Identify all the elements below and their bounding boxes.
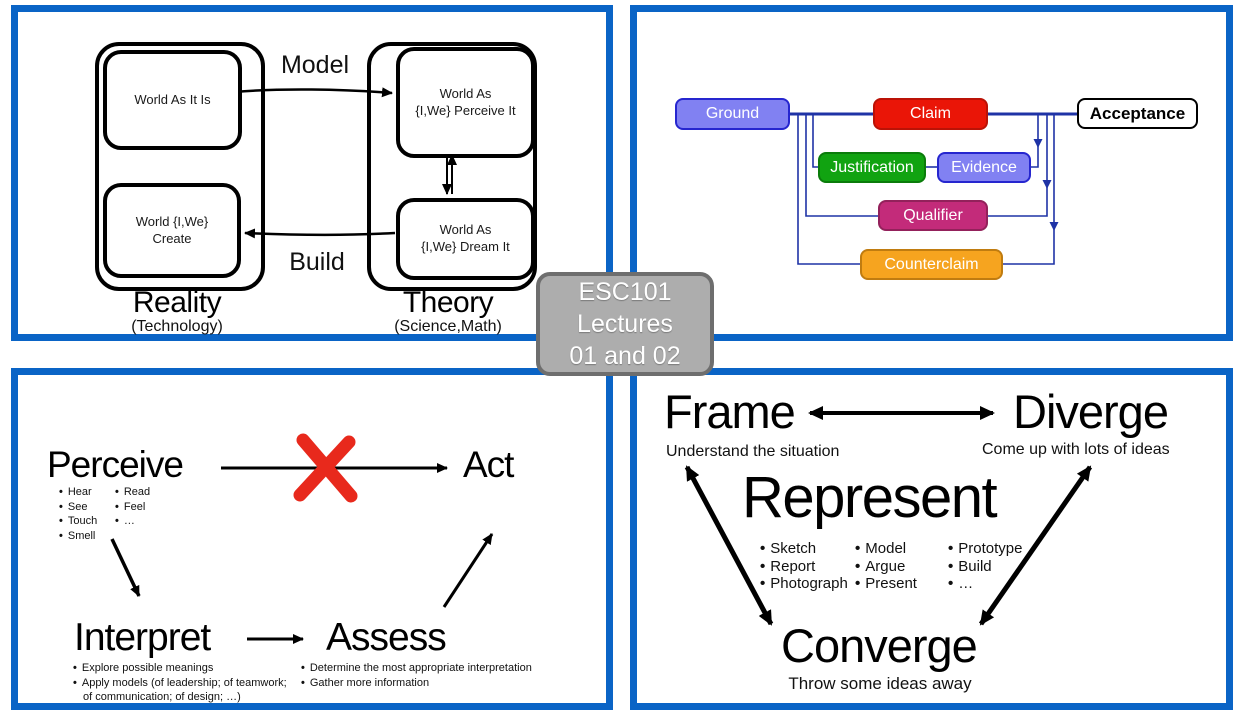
- world-perceive-box: World As {I,We} Perceive It: [396, 47, 535, 158]
- justification-label: Justification: [830, 158, 914, 176]
- theory-title: Theory: [402, 286, 494, 319]
- qualifier-box: Qualifier: [878, 200, 988, 231]
- list-item: Read: [115, 485, 150, 500]
- world-create-box: World {I,We} Create: [103, 183, 241, 278]
- reality-title: Reality: [132, 286, 222, 319]
- evidence-claim-line: [1031, 114, 1039, 168]
- reality-container: [95, 42, 265, 291]
- counterclaim-claim-line: [1003, 114, 1055, 265]
- list-item: Determine the most appropriate interpret…: [301, 661, 532, 676]
- arrowhead-evidence: [1033, 139, 1043, 148]
- assess-title: Assess: [326, 616, 447, 659]
- world-dream-box: World As {I,We} Dream It: [396, 198, 535, 280]
- list-item: Argue: [855, 558, 917, 576]
- argument-connectors: [790, 112, 1077, 265]
- theory-subtitle: (Science,Math): [394, 318, 502, 335]
- interpret-notes: Explore possible meanings Apply models (…: [73, 661, 287, 705]
- converge-subtitle: Throw some ideas away: [788, 674, 972, 693]
- red-x-mark: [293, 433, 358, 503]
- list-item: …: [948, 575, 1022, 593]
- represent-col2: Model Argue Present: [855, 540, 917, 593]
- course-label-line3: 01 and 02: [569, 342, 681, 370]
- represent-col3: Prototype Build …: [948, 540, 1022, 593]
- list-item: Model: [855, 540, 917, 558]
- counterclaim-box: Counterclaim: [860, 249, 1003, 280]
- list-item: Prototype: [948, 540, 1022, 558]
- diverge-title: Diverge: [1013, 385, 1169, 438]
- list-item: Sketch: [760, 540, 848, 558]
- panel-design-cycle: Frame Diverge Understand the situation C…: [630, 368, 1233, 710]
- assess-act-arrow: [442, 533, 494, 608]
- list-item: Apply models (of leadership; of teamwork…: [73, 676, 287, 691]
- course-code: ESC101: [578, 278, 672, 306]
- acceptance-box: Acceptance: [1077, 98, 1198, 129]
- evidence-box: Evidence: [937, 152, 1031, 183]
- list-item: Feel: [115, 500, 150, 515]
- list-item: Explore possible meanings: [73, 661, 287, 676]
- build-arrow-label: Build: [289, 248, 345, 276]
- qualifier-label: Qualifier: [903, 206, 963, 224]
- ground-label: Ground: [705, 105, 760, 122]
- represent-col1: Sketch Report Photograph: [760, 540, 848, 593]
- justification-box: Justification: [818, 152, 926, 183]
- model-arrow-label: Model: [280, 51, 350, 79]
- frame-title: Frame: [664, 385, 796, 438]
- course-label-line2: Lectures: [577, 310, 673, 338]
- interpret-title: Interpret: [74, 616, 211, 659]
- list-item-continuation: of communication; of design; …): [83, 691, 241, 703]
- world-as-it-is-label: World As It Is: [134, 91, 211, 107]
- claim-box: Claim: [873, 98, 988, 130]
- perceive-interpret-arrow: [110, 538, 141, 597]
- list-item: Present: [855, 575, 917, 593]
- world-as-it-is-box: World As It Is: [103, 50, 242, 150]
- world-dream-label: World As {I,We} Dream It: [421, 222, 510, 254]
- counterclaim-label: Counterclaim: [884, 255, 979, 273]
- list-item: Touch: [59, 514, 97, 529]
- claim-label: Claim: [910, 105, 951, 122]
- panel-perceive-act: Perceive Act Hear See Touch Smell Read F…: [11, 368, 613, 710]
- perceive-title: Perceive: [47, 444, 184, 485]
- world-create-label: World {I,We} Create: [135, 213, 209, 246]
- represent-title: Represent: [742, 465, 998, 530]
- list-item: Smell: [59, 529, 97, 544]
- center-course-label: ESC101 Lectures 01 and 02: [536, 272, 714, 376]
- panel-reality-theory: World As It Is World {I,We} Create World…: [11, 5, 613, 341]
- converge-title: Converge: [781, 619, 978, 672]
- frame-subtitle: Understand the situation: [666, 443, 840, 460]
- world-perceive-label: World As {I,We} Perceive It: [415, 85, 516, 118]
- theory-container: [367, 42, 537, 291]
- perceive-senses-col2: Read Feel …: [115, 485, 150, 529]
- arrowhead-counterclaim: [1049, 222, 1059, 231]
- assess-notes: Determine the most appropriate interpret…: [301, 661, 532, 690]
- ground-box: Ground: [675, 98, 790, 130]
- list-item: Build: [948, 558, 1022, 576]
- list-item: Report: [760, 558, 848, 576]
- ground-counterclaim-line: [797, 114, 860, 265]
- arrowhead-qualifier: [1042, 180, 1052, 189]
- diverge-subtitle: Come up with lots of ideas: [982, 441, 1170, 458]
- acceptance-label: Acceptance: [1089, 103, 1186, 123]
- list-item: Photograph: [760, 575, 848, 593]
- list-item: …: [115, 514, 150, 529]
- act-title: Act: [463, 444, 514, 485]
- list-item: Gather more information: [301, 676, 532, 691]
- list-item: Hear: [59, 485, 97, 500]
- panel-argument-structure: Ground Claim Acceptance Justification Ev…: [630, 5, 1233, 341]
- perceive-senses-col1: Hear See Touch Smell: [59, 485, 97, 543]
- reality-subtitle: (Technology): [131, 318, 223, 335]
- evidence-label: Evidence: [951, 158, 1017, 176]
- list-item: See: [59, 500, 97, 515]
